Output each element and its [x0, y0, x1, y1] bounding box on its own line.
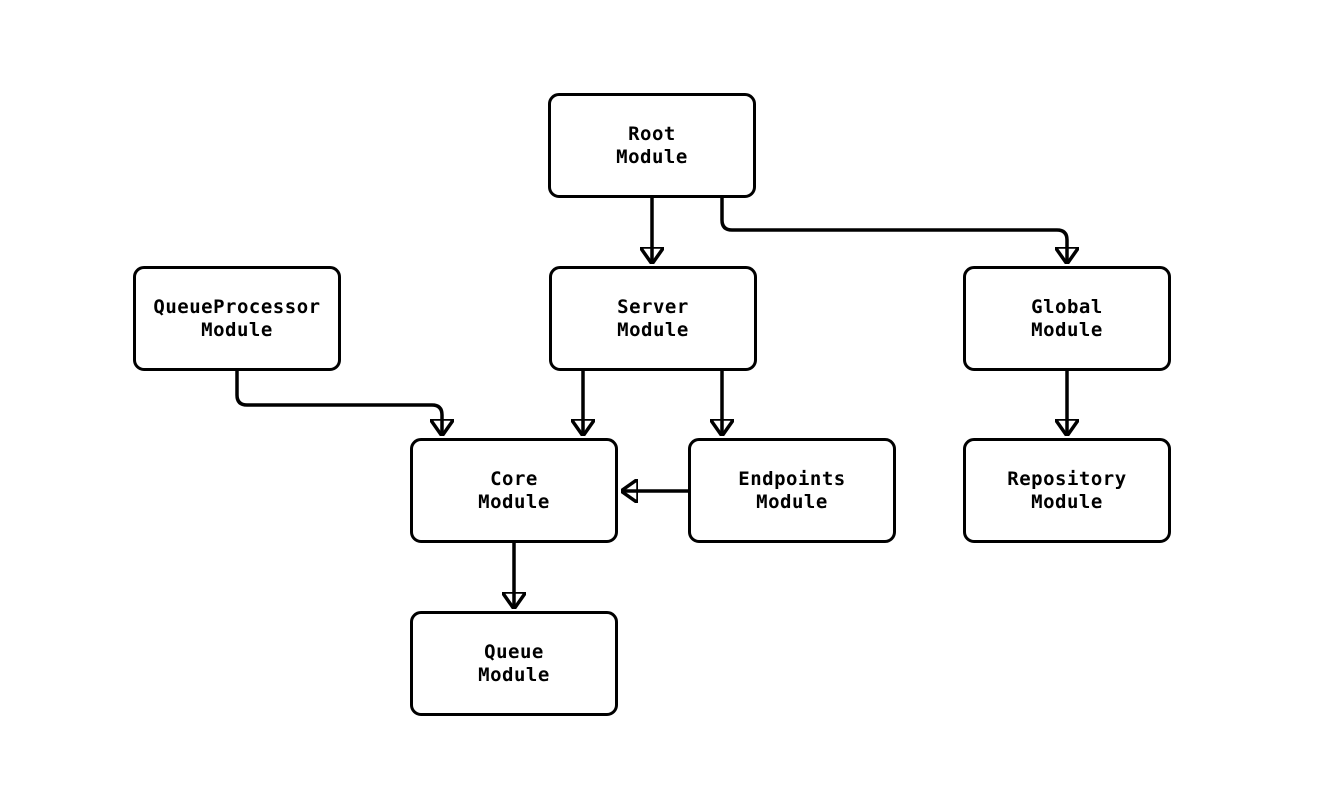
- edge-root-to-global: [720, 198, 1067, 263]
- node-core-module: Core Module: [410, 438, 618, 543]
- node-label-line: Module: [617, 318, 689, 341]
- node-label-line: Module: [756, 490, 828, 513]
- node-label-line: Core: [490, 467, 538, 490]
- node-label-line: Module: [478, 663, 550, 686]
- node-label-line: Endpoints: [738, 467, 846, 490]
- node-endpoints-module: Endpoints Module: [688, 438, 896, 543]
- node-label-line: Repository: [1007, 467, 1127, 490]
- node-queueprocessor-module: QueueProcessor Module: [133, 266, 341, 371]
- node-label-line: Global: [1031, 295, 1103, 318]
- node-label-line: Root: [628, 122, 676, 145]
- node-root-module: Root Module: [548, 93, 756, 198]
- node-label-line: Module: [1031, 490, 1103, 513]
- node-label-line: Server: [617, 295, 689, 318]
- node-label-line: Module: [201, 318, 273, 341]
- node-repository-module: Repository Module: [963, 438, 1171, 543]
- node-label-line: QueueProcessor: [153, 295, 321, 318]
- node-queue-module: Queue Module: [410, 611, 618, 716]
- node-label-line: Module: [616, 145, 688, 168]
- node-label-line: Module: [1031, 318, 1103, 341]
- edge-queueprocessor-to-core: [235, 371, 442, 435]
- node-server-module: Server Module: [549, 266, 757, 371]
- node-global-module: Global Module: [963, 266, 1171, 371]
- node-label-line: Module: [478, 490, 550, 513]
- node-label-line: Queue: [484, 640, 544, 663]
